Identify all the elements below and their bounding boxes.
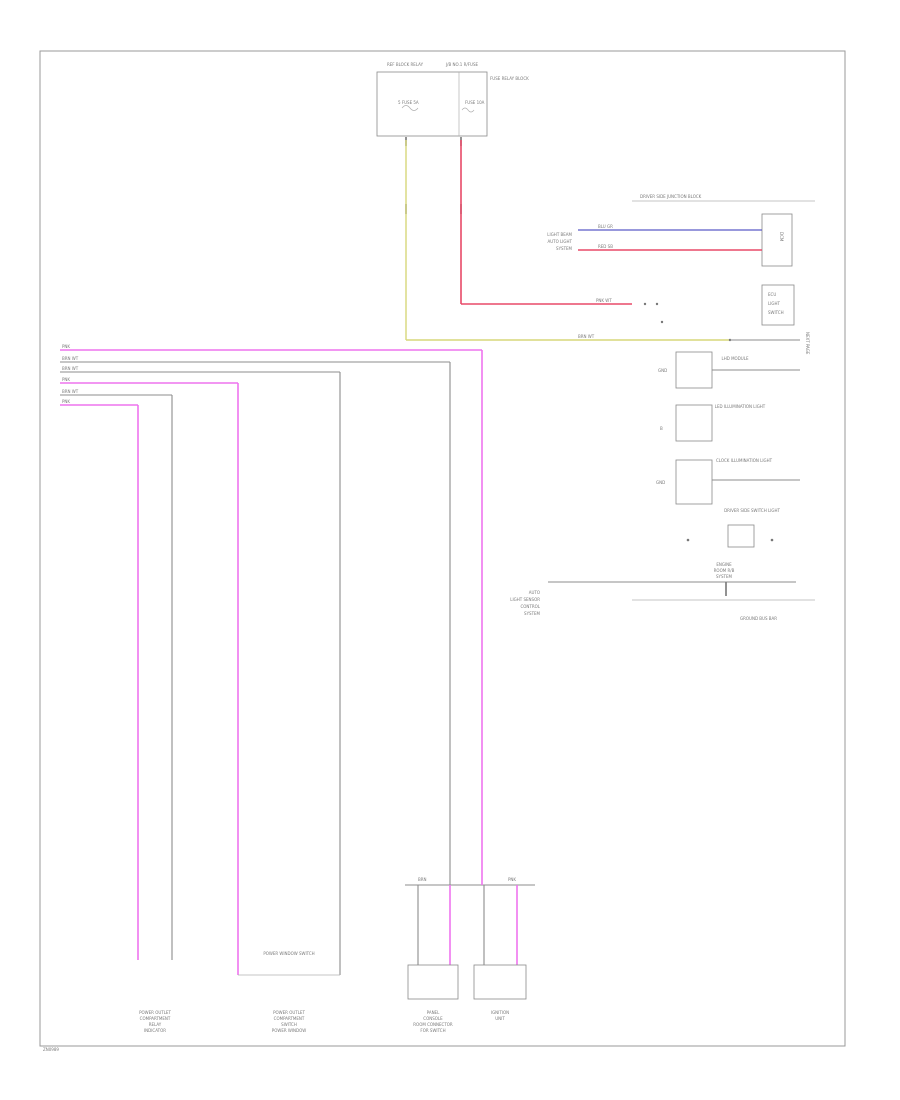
- bottom-components: BRN PNK POWER OUTLET COMPARTMENT RELAY I…: [139, 850, 535, 1033]
- fuse-symbol-right: [461, 107, 475, 113]
- left-wire-stack: PNK BRN WT BRN WT PNK BRN WT PNK: [60, 344, 483, 976]
- module-1-tag: GND: [658, 368, 667, 373]
- stack-label-1: PNK: [62, 344, 70, 349]
- comp-1-name-2: COMPARTMENT: [140, 1016, 171, 1021]
- top-fuse-block: REF BLOCK RELAY J/B NO.1 R/FUSE 5 FUSE 5…: [376, 62, 529, 214]
- comp-1-name-1: POWER OUTLET: [139, 1010, 171, 1015]
- module-1-name: LHD MODULE: [722, 356, 749, 361]
- bottom-bus-label-1: BRN: [418, 877, 427, 882]
- comp-1-name-3: RELAY: [149, 1022, 162, 1027]
- stack-label-2: BRN WT: [62, 356, 79, 361]
- stack-label-5: BRN WT: [62, 389, 79, 394]
- comp-3-name-1: PANEL: [427, 1010, 440, 1015]
- module-2-name: LED ILLUMINATION LIGHT: [715, 404, 766, 409]
- module-5-box: [727, 524, 755, 548]
- component-panel-box: [407, 964, 459, 1000]
- comp-2-tag: POWER WINDOW SWITCH: [263, 951, 314, 956]
- comp-3-name-2: CONSOLE: [423, 1016, 443, 1021]
- wire-label-red: RED SB: [598, 244, 613, 249]
- module-1-box: [675, 351, 713, 389]
- comp-2-name-1: POWER OUTLET: [273, 1010, 305, 1015]
- diagram-frame: [39, 50, 846, 1047]
- wire-label-blue: BLU GR: [598, 224, 613, 229]
- comp-2-name-2: COMPARTMENT: [274, 1016, 305, 1021]
- right-connector: DRIVER SIDE JUNCTION BLOCK BLU GR RED SB…: [547, 194, 815, 326]
- right-connector-label-4: SWITCH: [768, 310, 784, 315]
- bottom-bus-label-2: PNK: [508, 877, 516, 882]
- fuse-right-label: FUSE 10A: [465, 100, 485, 105]
- left-bus-label-4: SYSTEM: [524, 611, 540, 616]
- comp-2-name-4: POWER WINDOW: [272, 1028, 306, 1033]
- dcm-box: [761, 284, 795, 326]
- center-label-3: SYSTEM: [716, 574, 732, 579]
- module-3-name: CLOCK ILLUMINATION LIGHT: [716, 458, 773, 463]
- comp-2-name-3: SWITCH: [281, 1022, 297, 1027]
- comp-4-name-1: IGNITION: [491, 1010, 509, 1015]
- signal-label-1: LIGHT BEAM: [547, 232, 572, 237]
- fuse-box-outline: [376, 71, 488, 137]
- center-label-2: ROOM R/B: [714, 568, 735, 573]
- ground-label: GROUND BUS BAR: [740, 616, 777, 621]
- center-label-1: ENGINE: [716, 562, 732, 567]
- fuse-right-header: J/B NO.1 R/FUSE: [445, 62, 479, 67]
- center-bus: ENGINE ROOM R/B SYSTEM GROUND BUS BAR AU…: [510, 562, 815, 621]
- module-2-tag: B: [660, 426, 663, 431]
- right-connector-header: DRIVER SIDE JUNCTION BLOCK: [640, 194, 702, 199]
- wire-label-yellow: BRN WT: [578, 334, 595, 339]
- left-bus-label-2: LIGHT SENSOR: [510, 597, 540, 602]
- right-connector-box: [761, 213, 793, 267]
- comp-4-name-2: UNIT: [495, 1016, 505, 1021]
- signal-label-2: AUTO LIGHT: [548, 239, 573, 244]
- fuse-left-header: REF BLOCK RELAY: [387, 62, 424, 67]
- right-module-stack: GND LHD MODULE B LED ILLUMINATION LIGHT …: [656, 339, 800, 548]
- stack-label-6: PNK: [62, 399, 70, 404]
- left-bus-label-1: AUTO: [529, 590, 540, 595]
- stack-label-3: BRN WT: [62, 366, 79, 371]
- fuse-symbol-left: [401, 105, 419, 111]
- fuse-side-label: FUSE RELAY BLOCK: [490, 76, 529, 81]
- page-label: ZN0989: [43, 1047, 59, 1052]
- component-ignition-box: [473, 964, 527, 1000]
- right-connector-label-1: DCM: [779, 232, 784, 242]
- comp-1-name-4: INDICATOR: [144, 1028, 166, 1033]
- stack-label-4: PNK: [62, 377, 70, 382]
- left-bus-label-3: CONTROL: [520, 604, 540, 609]
- module-3-tag: GND: [656, 480, 665, 485]
- module-3-box: [675, 459, 713, 505]
- module-2-box: [675, 404, 713, 442]
- right-vertical-label: NEXT PAGE: [805, 332, 810, 355]
- right-connector-label-3: LIGHT: [768, 301, 781, 306]
- signal-label-3: SYSTEM: [556, 246, 572, 251]
- wire-label-red-b: PNK WT: [596, 298, 612, 303]
- comp-3-name-4: FOR SWITCH: [420, 1028, 445, 1033]
- module-4-name: DRIVER SIDE SWITCH LIGHT: [724, 508, 780, 513]
- comp-3-name-3: ROOM CONNECTOR: [413, 1022, 453, 1027]
- right-connector-label-2: ECU: [768, 292, 776, 297]
- fuse-left-label: 5 FUSE 5A: [398, 100, 419, 105]
